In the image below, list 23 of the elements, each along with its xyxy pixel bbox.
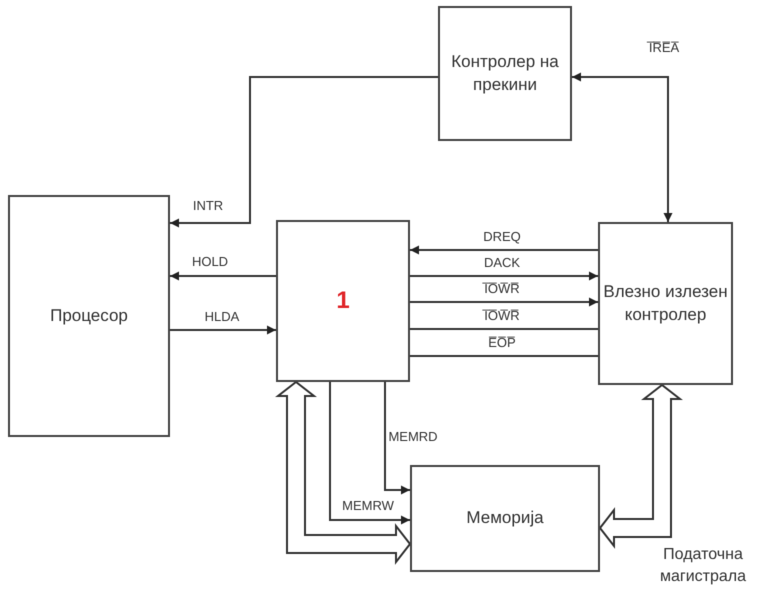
arrow: [170, 272, 276, 280]
arrow: [329, 382, 410, 524]
arrow: [170, 76, 438, 228]
block-box: [8, 195, 170, 437]
block-box: [438, 6, 572, 141]
bus-arrow: [598, 384, 683, 549]
block-title: Процесор: [50, 304, 128, 327]
block-box: [598, 222, 733, 385]
arrow: [410, 298, 598, 306]
arrow: [572, 72, 672, 222]
block-box: [276, 220, 410, 382]
bus-caption: Податочна магистрала: [658, 545, 748, 587]
bus-arrow: [275, 380, 412, 565]
arrow: [384, 382, 410, 494]
block-box: [410, 465, 600, 572]
signal-label: DREQ: [481, 229, 523, 245]
block-number: 1: [336, 286, 350, 316]
arrow: [410, 246, 598, 254]
block-title: Влезно излезен контролер: [602, 280, 729, 326]
arrow: [170, 326, 276, 334]
arrow: [410, 272, 598, 280]
block-title: Меморија: [466, 507, 544, 530]
block-title: Контролер на прекини: [450, 50, 560, 96]
